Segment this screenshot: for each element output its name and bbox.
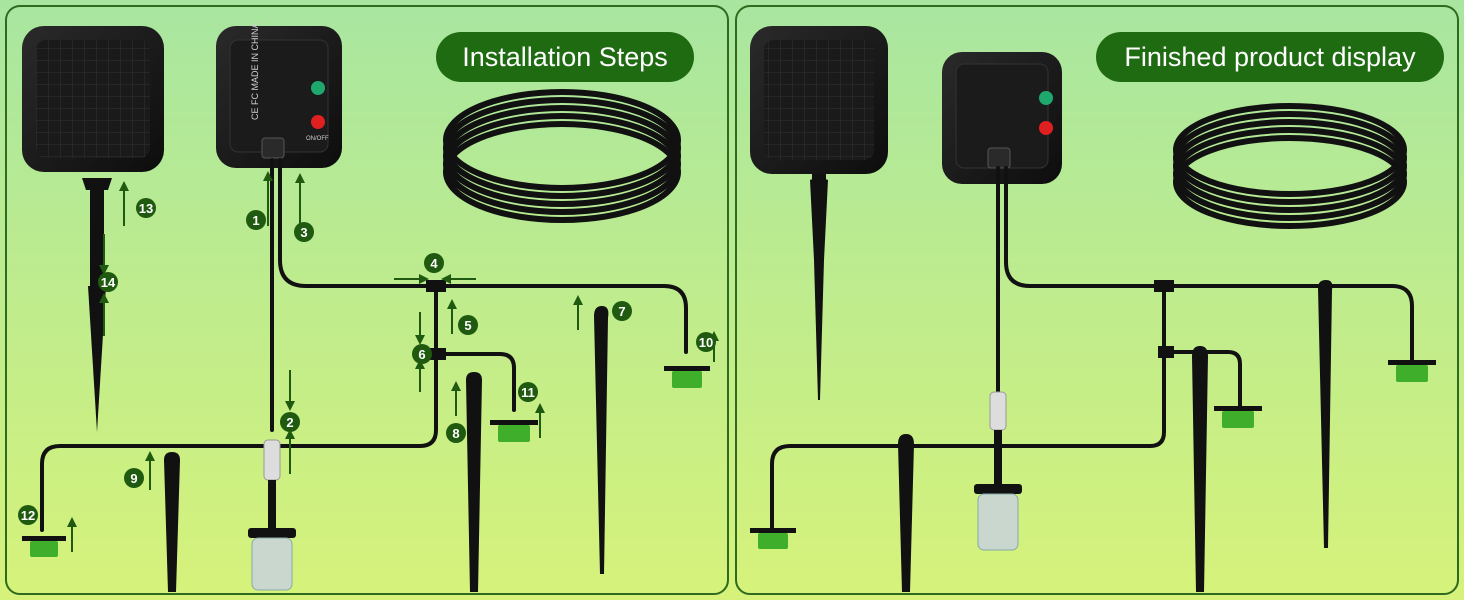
controller-markings: CE FC MADE IN CHINA (250, 22, 260, 120)
ground-stakes-assembled (898, 280, 1333, 592)
dripper-left-end-assembled (750, 528, 796, 549)
step-badge-3: 3 (294, 222, 314, 242)
tubing-network-assembled (770, 166, 1414, 530)
tubing-network (40, 158, 688, 532)
inlet-filter (248, 439, 296, 591)
controller-unit: CE FC MADE IN CHINA ON/OFF (216, 22, 342, 168)
step-badge-13: 13 (136, 198, 156, 218)
svg-text:5: 5 (464, 318, 471, 333)
mode-knob-icon (311, 81, 325, 95)
svg-text:3: 3 (300, 225, 307, 240)
svg-text:1: 1 (252, 213, 259, 228)
svg-text:9: 9 (130, 471, 137, 486)
solar-panel-stake-assembled (810, 174, 828, 400)
mode-knob-icon-assembled (1039, 91, 1053, 105)
step-badge-2: 2 (280, 412, 300, 432)
svg-text:12: 12 (21, 508, 35, 523)
step-badge-8: 8 (446, 423, 466, 443)
controller-unit-assembled (942, 52, 1062, 184)
svg-text:11: 11 (521, 385, 535, 400)
svg-text:4: 4 (430, 256, 438, 271)
step-badge-7: 7 (612, 301, 632, 321)
power-label: ON/OFF (306, 136, 329, 142)
step-badge-9: 9 (124, 468, 144, 488)
svg-text:13: 13 (139, 201, 153, 216)
dripper-branch-assembled (1214, 406, 1262, 428)
left-panel-border (5, 5, 729, 595)
svg-text:7: 7 (618, 304, 625, 319)
step-badge-10: 10 (696, 332, 716, 352)
dripper-right-end (664, 366, 710, 388)
svg-text:8: 8 (452, 426, 459, 441)
step-badge-12: 12 (18, 505, 38, 525)
step-badge-5: 5 (458, 315, 478, 335)
coiled-tubing-assembled (1173, 103, 1407, 229)
step-badge-11: 11 (518, 382, 538, 402)
installation-steps-title: Installation Steps (436, 32, 694, 82)
svg-text:2: 2 (286, 415, 293, 430)
solar-panel (22, 26, 164, 172)
dripper-left-end (22, 536, 66, 557)
finished-product-title: Finished product display (1096, 32, 1444, 82)
power-button-icon (311, 115, 325, 129)
tee-fittings (426, 280, 446, 360)
svg-text:14: 14 (101, 275, 116, 290)
tee-fittings-assembled (1154, 280, 1174, 358)
step-badge-6: 6 (412, 344, 432, 364)
power-button-icon-assembled (1039, 121, 1053, 135)
ground-stakes (164, 306, 609, 592)
right-panel-border (735, 5, 1459, 595)
solar-panel-stake (82, 178, 112, 432)
svg-text:6: 6 (418, 347, 425, 362)
dripper-branch (490, 420, 538, 442)
coiled-tubing (443, 89, 681, 223)
inlet-filter-assembled (974, 391, 1022, 551)
solar-panel-assembled (750, 26, 888, 174)
step-badge-14: 14 (98, 272, 118, 292)
step-badge-4: 4 (424, 253, 444, 273)
svg-text:10: 10 (699, 335, 713, 350)
step-badge-1: 1 (246, 210, 266, 230)
dripper-right-end-assembled (1388, 360, 1436, 382)
